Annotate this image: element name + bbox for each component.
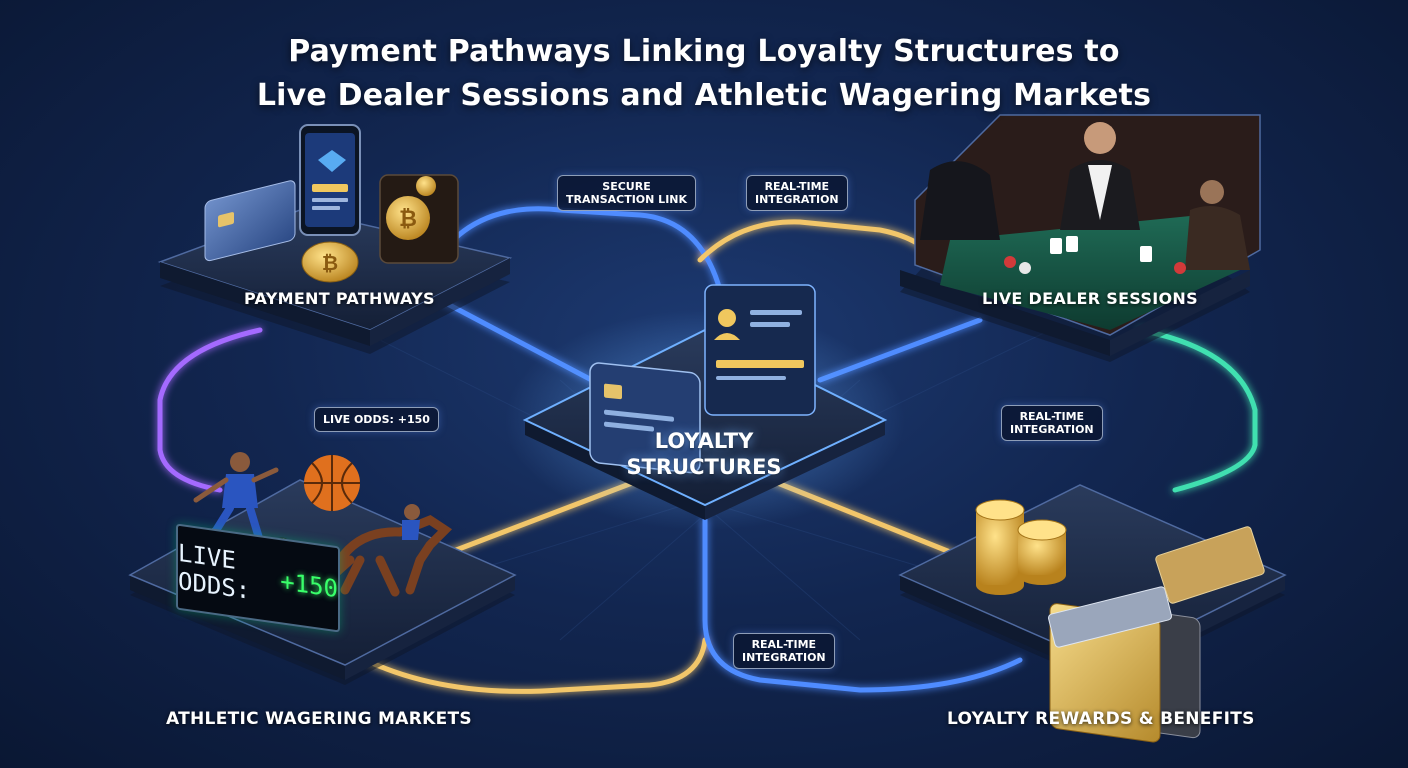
svg-text:₿: ₿ [399,207,417,232]
diagram-title: Payment Pathways Linking Loyalty Structu… [0,30,1408,118]
path-purple-loop [157,327,263,493]
ticker-label: LIVE ODDS: [178,538,251,605]
path-bottom-gold [327,637,708,694]
player-figures [920,161,1250,270]
tag-realtime-integration-bottom: REAL-TIME INTEGRATION [733,633,835,669]
label-athletic-wagering-markets: ATHLETIC WAGERING MARKETS [166,709,472,729]
title-line-1: Payment Pathways Linking Loyalty Structu… [288,34,1120,69]
platform-loyalty [505,284,905,530]
dealer-figure [1060,122,1140,230]
ticket-icon [1048,526,1265,648]
platform-rewards [898,484,1287,743]
wallet-icon: ₿ [379,174,459,264]
credit-card-icon [204,180,296,262]
smartphone-icon [299,124,361,236]
tag-secure-transaction-link: SECURE TRANSACTION LINK [557,175,697,211]
playing-cards [1050,236,1152,262]
title-line-2: Live Dealer Sessions and Athletic Wageri… [256,78,1152,113]
ticker-value: +150 [280,567,338,604]
label-loyalty-rewards-benefits: LOYALTY REWARDS & BENEFITS [947,709,1255,729]
path-bottom-blue [702,517,1023,693]
platform-payment: ₿ ₿ [157,124,513,354]
label-live-dealer-sessions: LIVE DEALER SESSIONS [982,289,1198,308]
path-top-gold [697,219,943,273]
path-teal-loop [1137,327,1258,493]
coin-stack-icon [975,499,1067,595]
tag-live-odds: LIVE ODDS: +150 [314,407,439,432]
svg-text:₿: ₿ [322,251,338,275]
platform-live-dealer [900,114,1261,362]
tag-realtime-integration-right: REAL-TIME INTEGRATION [1001,405,1103,441]
loyalty-card-icon [589,362,701,474]
bitcoin-coin-icon: ₿ [301,241,359,283]
chips [1004,256,1186,274]
tag-realtime-integration-top: REAL-TIME INTEGRATION [746,175,848,211]
basketball-icon [304,455,360,511]
label-payment-pathways: PAYMENT PATHWAYS [244,289,435,308]
racehorse-figure [325,504,453,597]
member-id-card-icon [704,284,816,416]
label-loyalty-structures: LOYALTY STRUCTURES [626,429,782,479]
